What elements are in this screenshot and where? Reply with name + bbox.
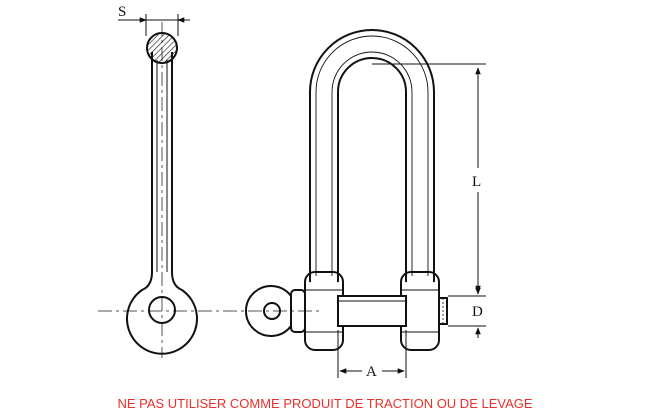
pin-head-hole bbox=[263, 302, 281, 320]
dim-a bbox=[337, 330, 407, 378]
shackle-outer bbox=[309, 29, 435, 282]
dim-l bbox=[372, 63, 486, 297]
dim-s bbox=[118, 14, 190, 36]
front-view bbox=[245, 29, 448, 351]
dim-d bbox=[448, 284, 486, 338]
side-view bbox=[98, 22, 320, 358]
dim-s-label: S bbox=[118, 4, 126, 20]
pin-shaft bbox=[337, 295, 407, 327]
dim-l-label: L bbox=[472, 174, 481, 190]
side-cross-section bbox=[146, 32, 178, 64]
warning-text: NE PAS UTILISER COMME PRODUIT DE TRACTIO… bbox=[117, 396, 533, 411]
dim-d-label: D bbox=[472, 304, 483, 320]
side-bar-outline bbox=[126, 52, 198, 355]
side-eye-hole bbox=[148, 296, 176, 324]
pin-head bbox=[245, 285, 292, 337]
shackle-inner bbox=[337, 57, 407, 282]
pin-collar bbox=[290, 289, 306, 333]
dim-a-label: A bbox=[366, 364, 377, 380]
